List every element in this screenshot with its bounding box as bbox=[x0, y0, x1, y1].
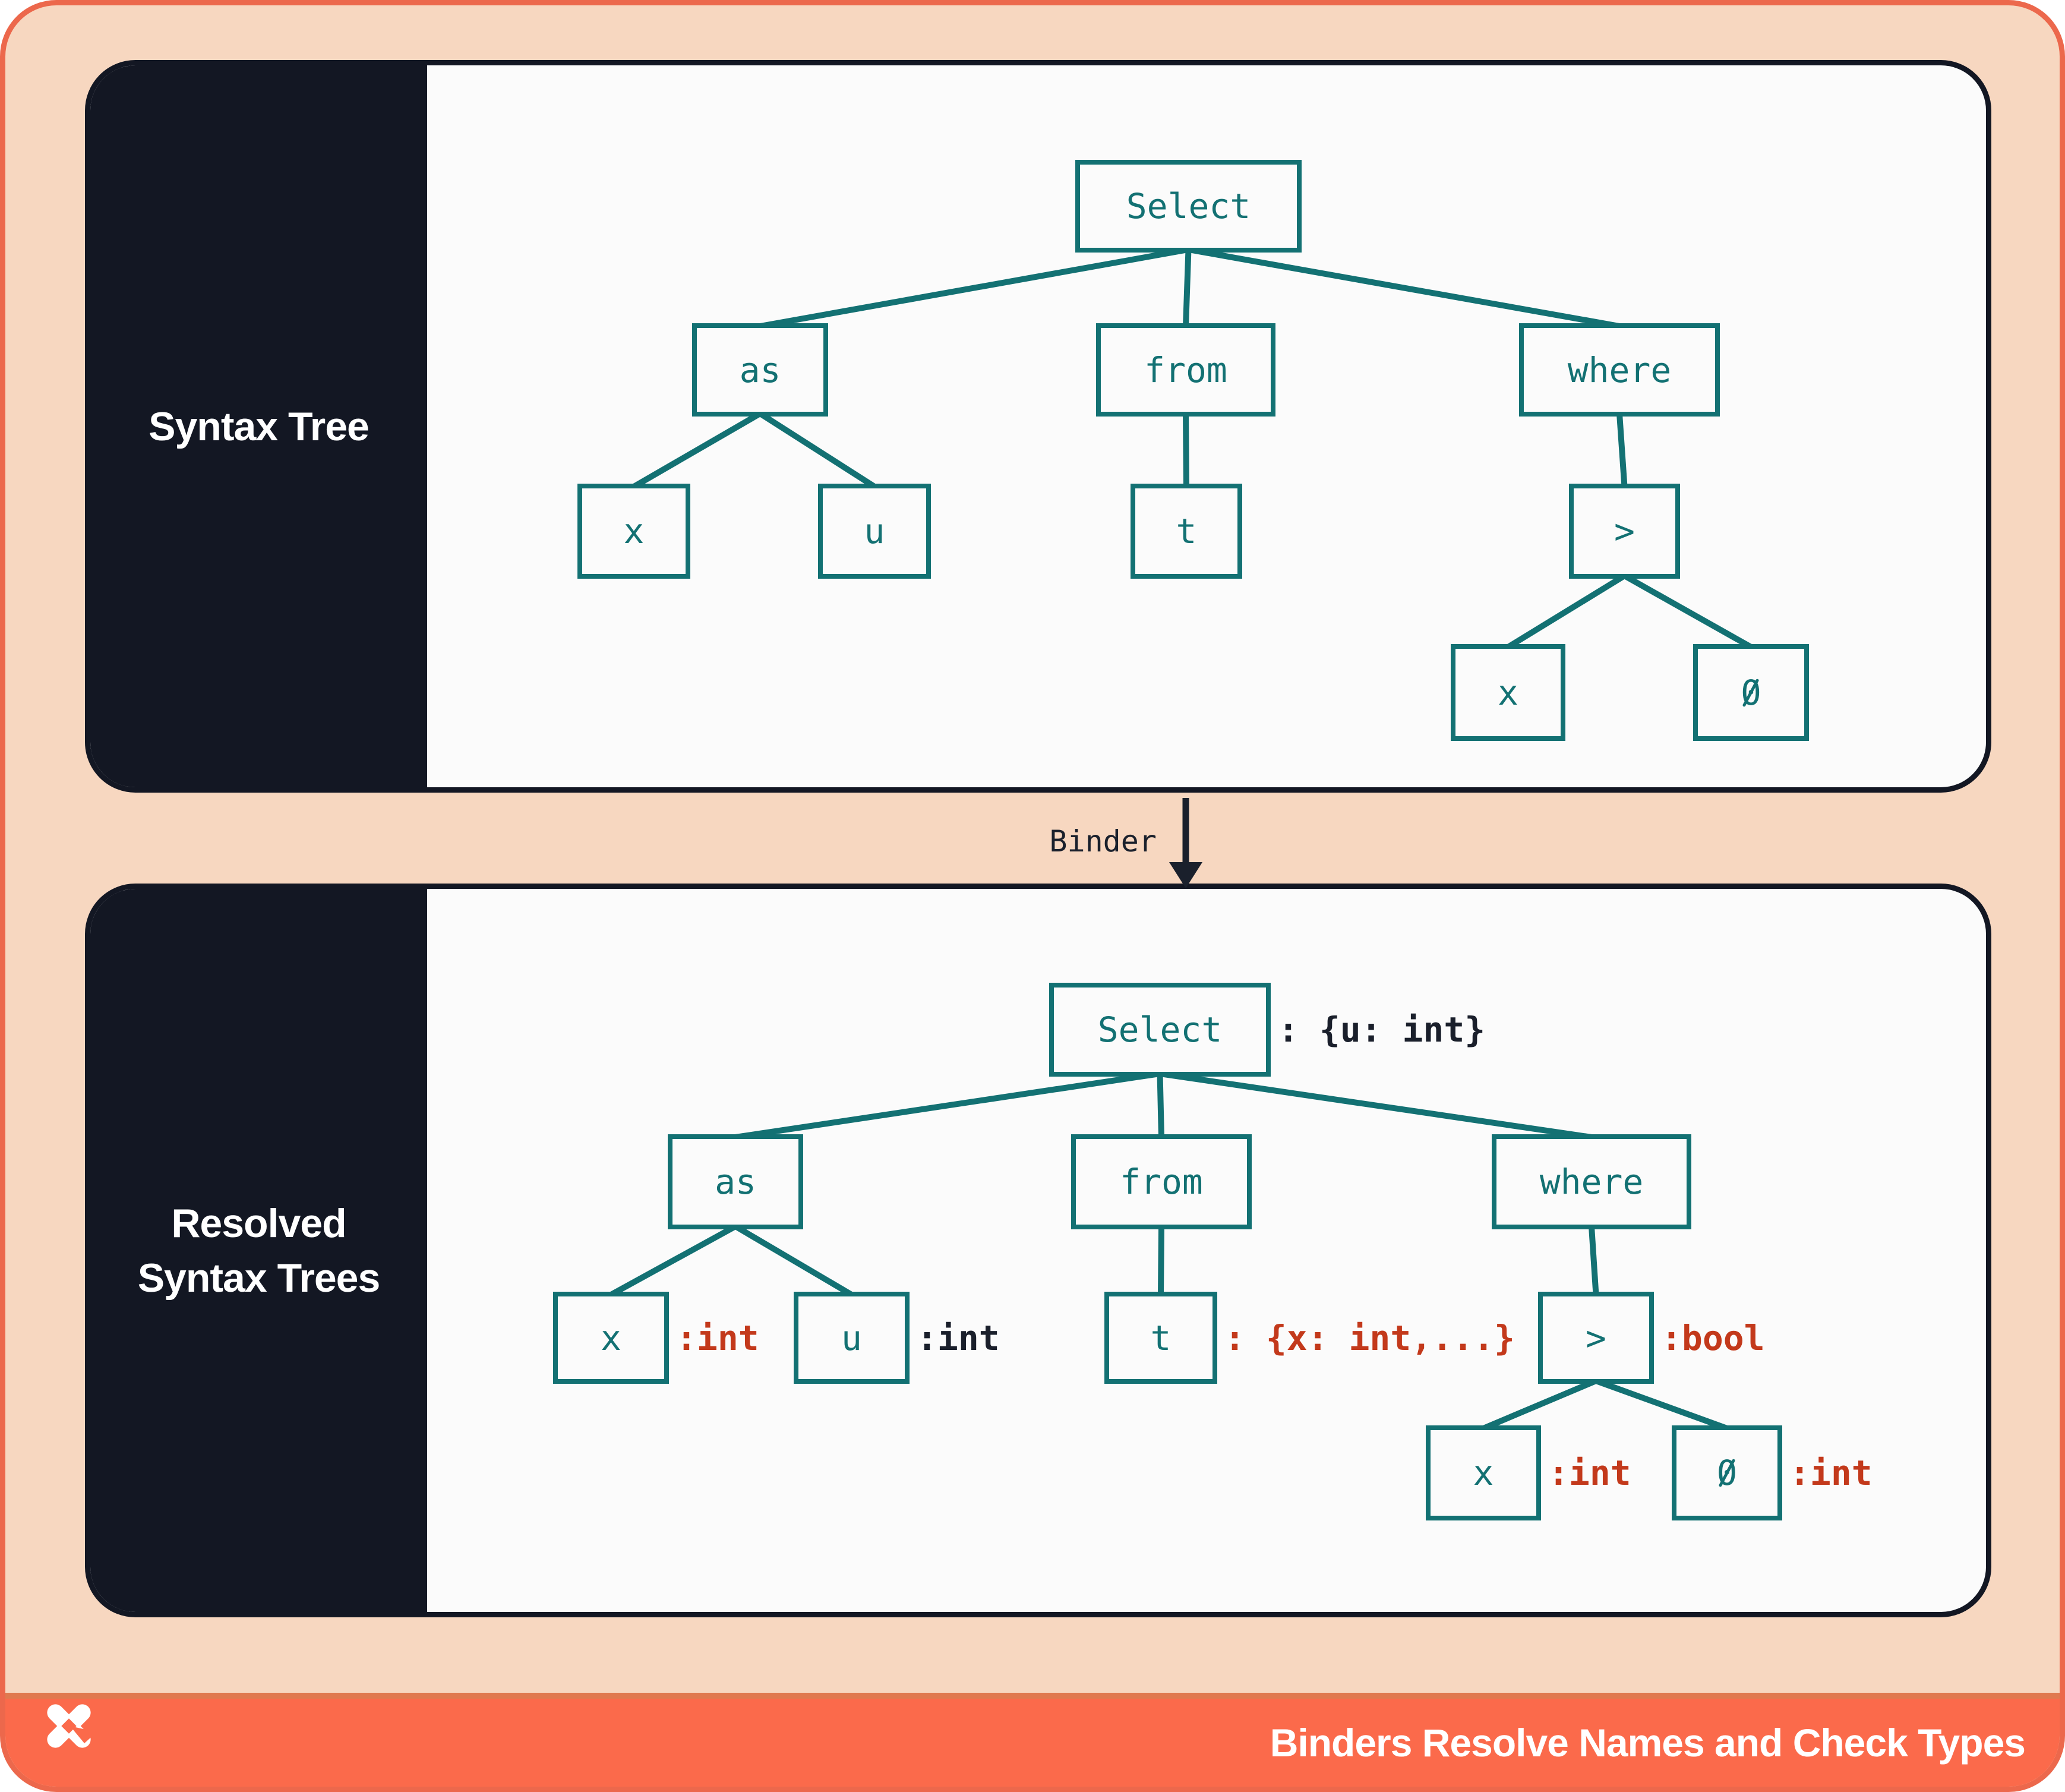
tree-node-as2: as bbox=[668, 1134, 803, 1229]
panel-title-line: Syntax Trees bbox=[137, 1255, 381, 1301]
tree-node-zero2: 0 bbox=[1672, 1425, 1782, 1520]
type-annotation-x2: :int bbox=[676, 1317, 759, 1358]
tree-node-select2: Select bbox=[1049, 983, 1271, 1077]
footer-bar: Binders Resolve Names and Check Types bbox=[5, 1693, 2060, 1787]
type-annotation-gt2: :bool bbox=[1661, 1317, 1765, 1358]
tree-node-where1: where bbox=[1519, 323, 1720, 417]
syntax-tree-sidebar: Syntax Tree bbox=[90, 65, 427, 787]
type-annotation-u2: :int bbox=[917, 1317, 1000, 1358]
zero-slash-mark bbox=[1742, 678, 1760, 707]
type-annotation-x2b: :int bbox=[1548, 1453, 1631, 1493]
zero-slash-mark bbox=[1718, 1458, 1736, 1488]
tree-node-x2b: x bbox=[1426, 1425, 1541, 1520]
tree-node-u1: u bbox=[818, 484, 931, 579]
tree-node-gt2: > bbox=[1538, 1292, 1654, 1384]
tree-node-from2: from bbox=[1071, 1134, 1252, 1229]
slashed-zero-glyph: 0 bbox=[1741, 673, 1761, 713]
panel-title-line: Syntax Tree bbox=[149, 403, 370, 449]
tree-node-t1: t bbox=[1131, 484, 1242, 579]
tree-node-t2: t bbox=[1104, 1292, 1217, 1384]
footer-title: Binders Resolve Names and Check Types bbox=[1270, 1721, 2026, 1765]
tree-node-as1: as bbox=[692, 323, 828, 417]
tree-node-x1b: x bbox=[1451, 644, 1565, 741]
slashed-zero-glyph: 0 bbox=[1717, 1453, 1738, 1493]
type-annotation-select2: : {u: int} bbox=[1278, 1009, 1486, 1050]
panel-title-line: Resolved bbox=[171, 1200, 346, 1246]
resolved-syntax-trees-sidebar: Resolved Syntax Trees bbox=[90, 889, 427, 1612]
tree-node-gt1: > bbox=[1569, 484, 1680, 579]
type-annotation-t2: : {x: int,...} bbox=[1224, 1317, 1515, 1358]
binder-label: Binder bbox=[1049, 824, 1157, 859]
syntax-tree-panel: Syntax Tree bbox=[85, 60, 1991, 793]
tree-node-x2: x bbox=[553, 1292, 669, 1384]
dolt-logo-icon bbox=[47, 1704, 97, 1748]
tree-node-zero1: 0 bbox=[1693, 644, 1809, 741]
tree-node-x1: x bbox=[577, 484, 690, 579]
type-annotation-zero2: :int bbox=[1789, 1453, 1873, 1493]
tree-node-from1: from bbox=[1096, 323, 1275, 417]
tree-node-u2: u bbox=[794, 1292, 910, 1384]
panel-title-syntax-tree: Syntax Tree bbox=[149, 399, 370, 454]
tree-node-select1: Select bbox=[1075, 160, 1302, 253]
tree-node-where2: where bbox=[1492, 1134, 1691, 1229]
panel-title-resolved-syntax-trees: Resolved Syntax Trees bbox=[137, 1196, 381, 1305]
